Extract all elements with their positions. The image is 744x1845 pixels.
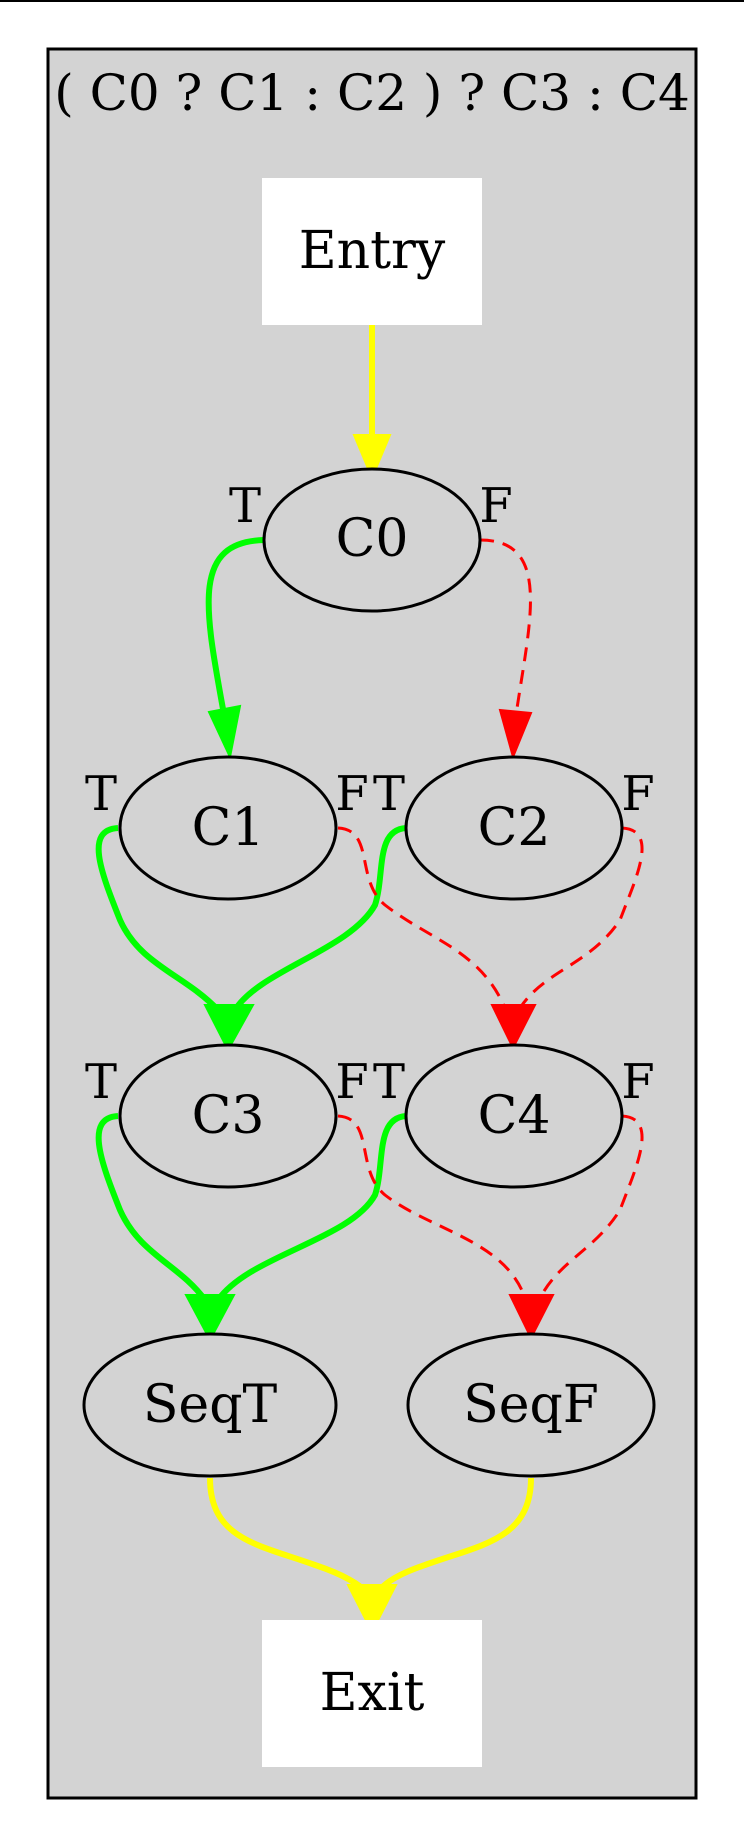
c3-true-port: T — [85, 1054, 117, 1110]
edge-entry-c0 — [352, 325, 392, 481]
edge-c0-c1-true — [205, 537, 265, 761]
node-c2-label: C2 — [478, 798, 551, 858]
c0-false-port: F — [479, 478, 512, 534]
edge-c2-c3-true — [232, 825, 407, 1012]
edge-c0-c2-false — [479, 538, 533, 761]
c0-true-port: T — [229, 478, 261, 534]
node-c4-label: C4 — [478, 1086, 551, 1146]
edge-seqt-exit — [207, 1477, 369, 1595]
edge-c4-seqf-false — [538, 1114, 644, 1299]
node-entry: Entry — [262, 178, 482, 325]
arrowhead-seqf — [508, 1294, 555, 1341]
c1-true-port: T — [85, 766, 117, 822]
cluster-title: ( C0 ? C1 : C2 ) ? C3 : C4 — [54, 64, 690, 122]
arrowhead-seqt — [184, 1294, 236, 1343]
node-c1-label: C1 — [192, 798, 265, 858]
node-seqf-label: SeqF — [463, 1375, 599, 1435]
node-c4: C4 T F — [373, 1043, 655, 1189]
node-c0: C0 T F — [229, 467, 513, 613]
arrowhead-exit — [346, 1584, 398, 1635]
node-c1: C1 T F — [85, 755, 369, 901]
edge-c1-c4-false — [337, 826, 507, 1009]
edge-c3-seqt-true — [95, 1113, 208, 1302]
arrowhead-c3 — [203, 1004, 255, 1053]
node-seqt-label: SeqT — [143, 1375, 278, 1435]
c3-false-port: F — [335, 1054, 368, 1110]
node-c3: C3 T F — [85, 1043, 369, 1189]
node-c3-label: C3 — [192, 1086, 265, 1146]
c4-true-port: T — [373, 1054, 405, 1110]
c2-false-port: F — [621, 766, 654, 822]
edge-c4-seqt-true — [215, 1113, 407, 1302]
c2-true-port: T — [373, 766, 405, 822]
node-seqf: SeqF — [406, 1332, 656, 1478]
edge-c3-seqf-false — [337, 1114, 527, 1299]
node-exit-label: Exit — [320, 1663, 425, 1723]
c4-false-port: F — [621, 1054, 654, 1110]
node-entry-label: Entry — [299, 221, 446, 281]
c1-false-port: F — [335, 766, 368, 822]
node-exit: Exit — [262, 1620, 482, 1767]
node-seqt: SeqT — [82, 1332, 338, 1478]
arrowhead-c4 — [490, 1004, 537, 1051]
node-c2: C2 T F — [373, 755, 655, 901]
edge-c1-c3-true — [95, 825, 221, 1013]
node-c0-label: C0 — [336, 509, 409, 569]
edge-seqf-exit — [375, 1477, 534, 1594]
edge-c2-c4-false — [518, 826, 644, 1009]
